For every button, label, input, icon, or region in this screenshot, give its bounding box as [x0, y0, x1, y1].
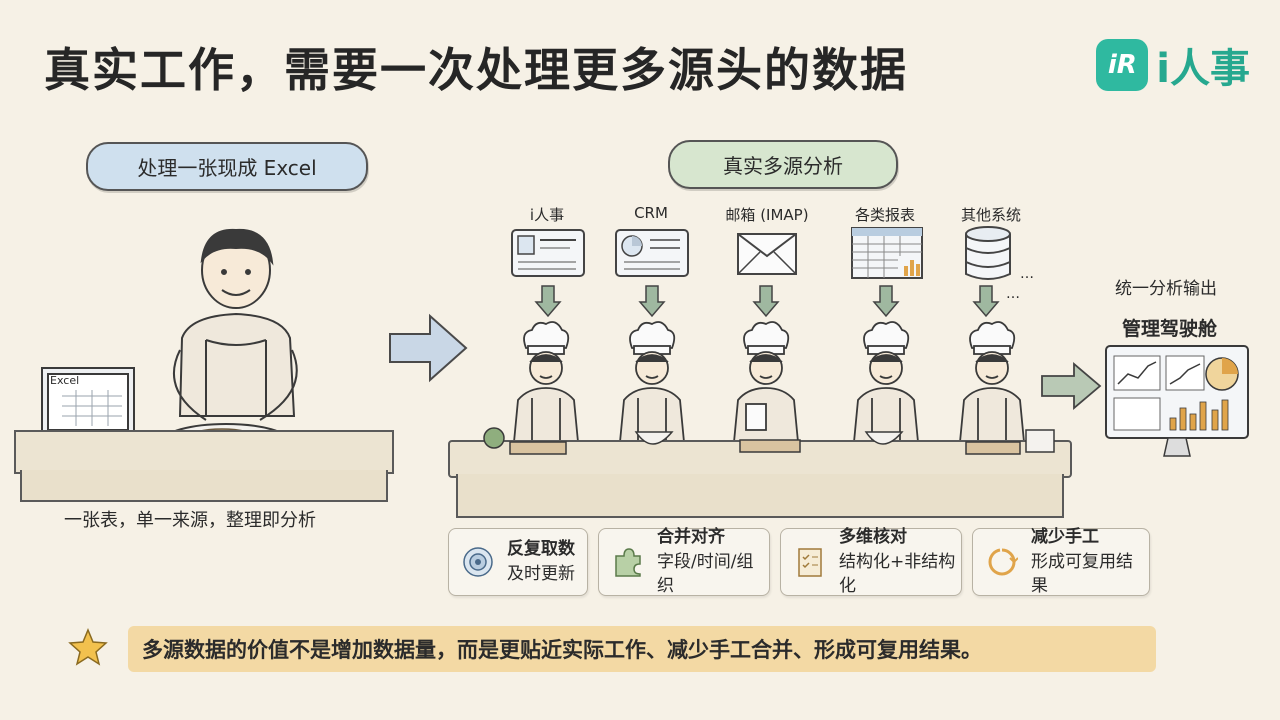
dashboard-monitor-icon [1105, 345, 1249, 457]
down-arrow-icon [752, 285, 780, 318]
counter-items [483, 427, 1055, 455]
recycle-icon [985, 545, 1019, 579]
down-arrow-icon [638, 285, 666, 318]
left-counter [14, 430, 394, 474]
feature-title: 反复取数 [507, 539, 575, 560]
chef-figure [733, 321, 799, 443]
logo-text: i人事 [1156, 46, 1250, 92]
feature-card: 合并对齐字段/时间/组织 [598, 527, 770, 597]
more-sources-ellipsis: … [1020, 266, 1034, 282]
down-arrow-icon [872, 285, 900, 318]
feature-card: 多维核对结构化+非结构化 [780, 527, 962, 597]
summary-banner: 多源数据的价值不是增加数据量，而是更贴近实际工作、减少手工合并、形成可复用结果。 [128, 626, 1156, 672]
chef-figure [959, 321, 1025, 443]
chef-figure [853, 321, 919, 443]
profile-card-icon [511, 229, 585, 277]
source-label-irenshi: i人事 [529, 206, 565, 224]
brand-logo: iR i人事 [1096, 36, 1250, 94]
chef-figure [619, 321, 685, 443]
down-arrow-icon [534, 285, 562, 318]
single-source-pill: 处理一张现成 Excel [86, 142, 368, 191]
page-title: 真实工作，需要一次处理更多源头的数据 [44, 43, 908, 97]
source-label-reports: 各类报表 [854, 206, 915, 224]
chef-figure [513, 321, 579, 443]
feature-subtitle: 结构化+非结构化 [839, 551, 956, 597]
puzzle-icon [611, 545, 645, 579]
output-arrow-icon [1041, 362, 1102, 410]
single-source-caption: 一张表，单一来源，整理即分析 [64, 510, 316, 531]
spreadsheet-chart-icon [851, 227, 923, 279]
source-label-other-systems: 其他系统 [960, 206, 1021, 224]
envelope-icon [737, 233, 797, 275]
output-subtitle: 管理驾驶舱 [1122, 318, 1218, 340]
feature-subtitle: 形成可复用结果 [1031, 551, 1133, 597]
feature-card: 反复取数及时更新 [448, 528, 588, 596]
more-sources-ellipsis-2: … [1006, 286, 1020, 302]
feature-title: 减少手工 [1031, 527, 1099, 548]
output-title: 统一分析输出 [1115, 279, 1217, 299]
kitchen-counter-front [456, 474, 1064, 518]
logo-mark: iR [1096, 39, 1149, 91]
feature-subtitle: 及时更新 [507, 564, 575, 584]
transition-arrow-icon [389, 313, 468, 383]
target-icon [461, 545, 495, 579]
database-icon [965, 226, 1011, 280]
feature-title: 多维核对 [839, 527, 907, 548]
feature-card: 减少手工形成可复用结果 [972, 527, 1150, 597]
star-icon [68, 628, 108, 666]
crm-dashboard-icon [615, 229, 689, 277]
feature-subtitle: 字段/时间/组织 [657, 551, 754, 597]
feature-title: 合并对齐 [657, 527, 725, 548]
checklist-icon [793, 545, 827, 579]
multi-source-pill: 真实多源分析 [668, 140, 898, 189]
down-arrow-icon [972, 285, 1000, 318]
left-counter-front [20, 470, 388, 502]
source-label-crm: CRM [634, 204, 668, 222]
laptop-excel-label: Excel [50, 374, 80, 387]
source-label-email: 邮箱 (IMAP) [725, 206, 809, 224]
